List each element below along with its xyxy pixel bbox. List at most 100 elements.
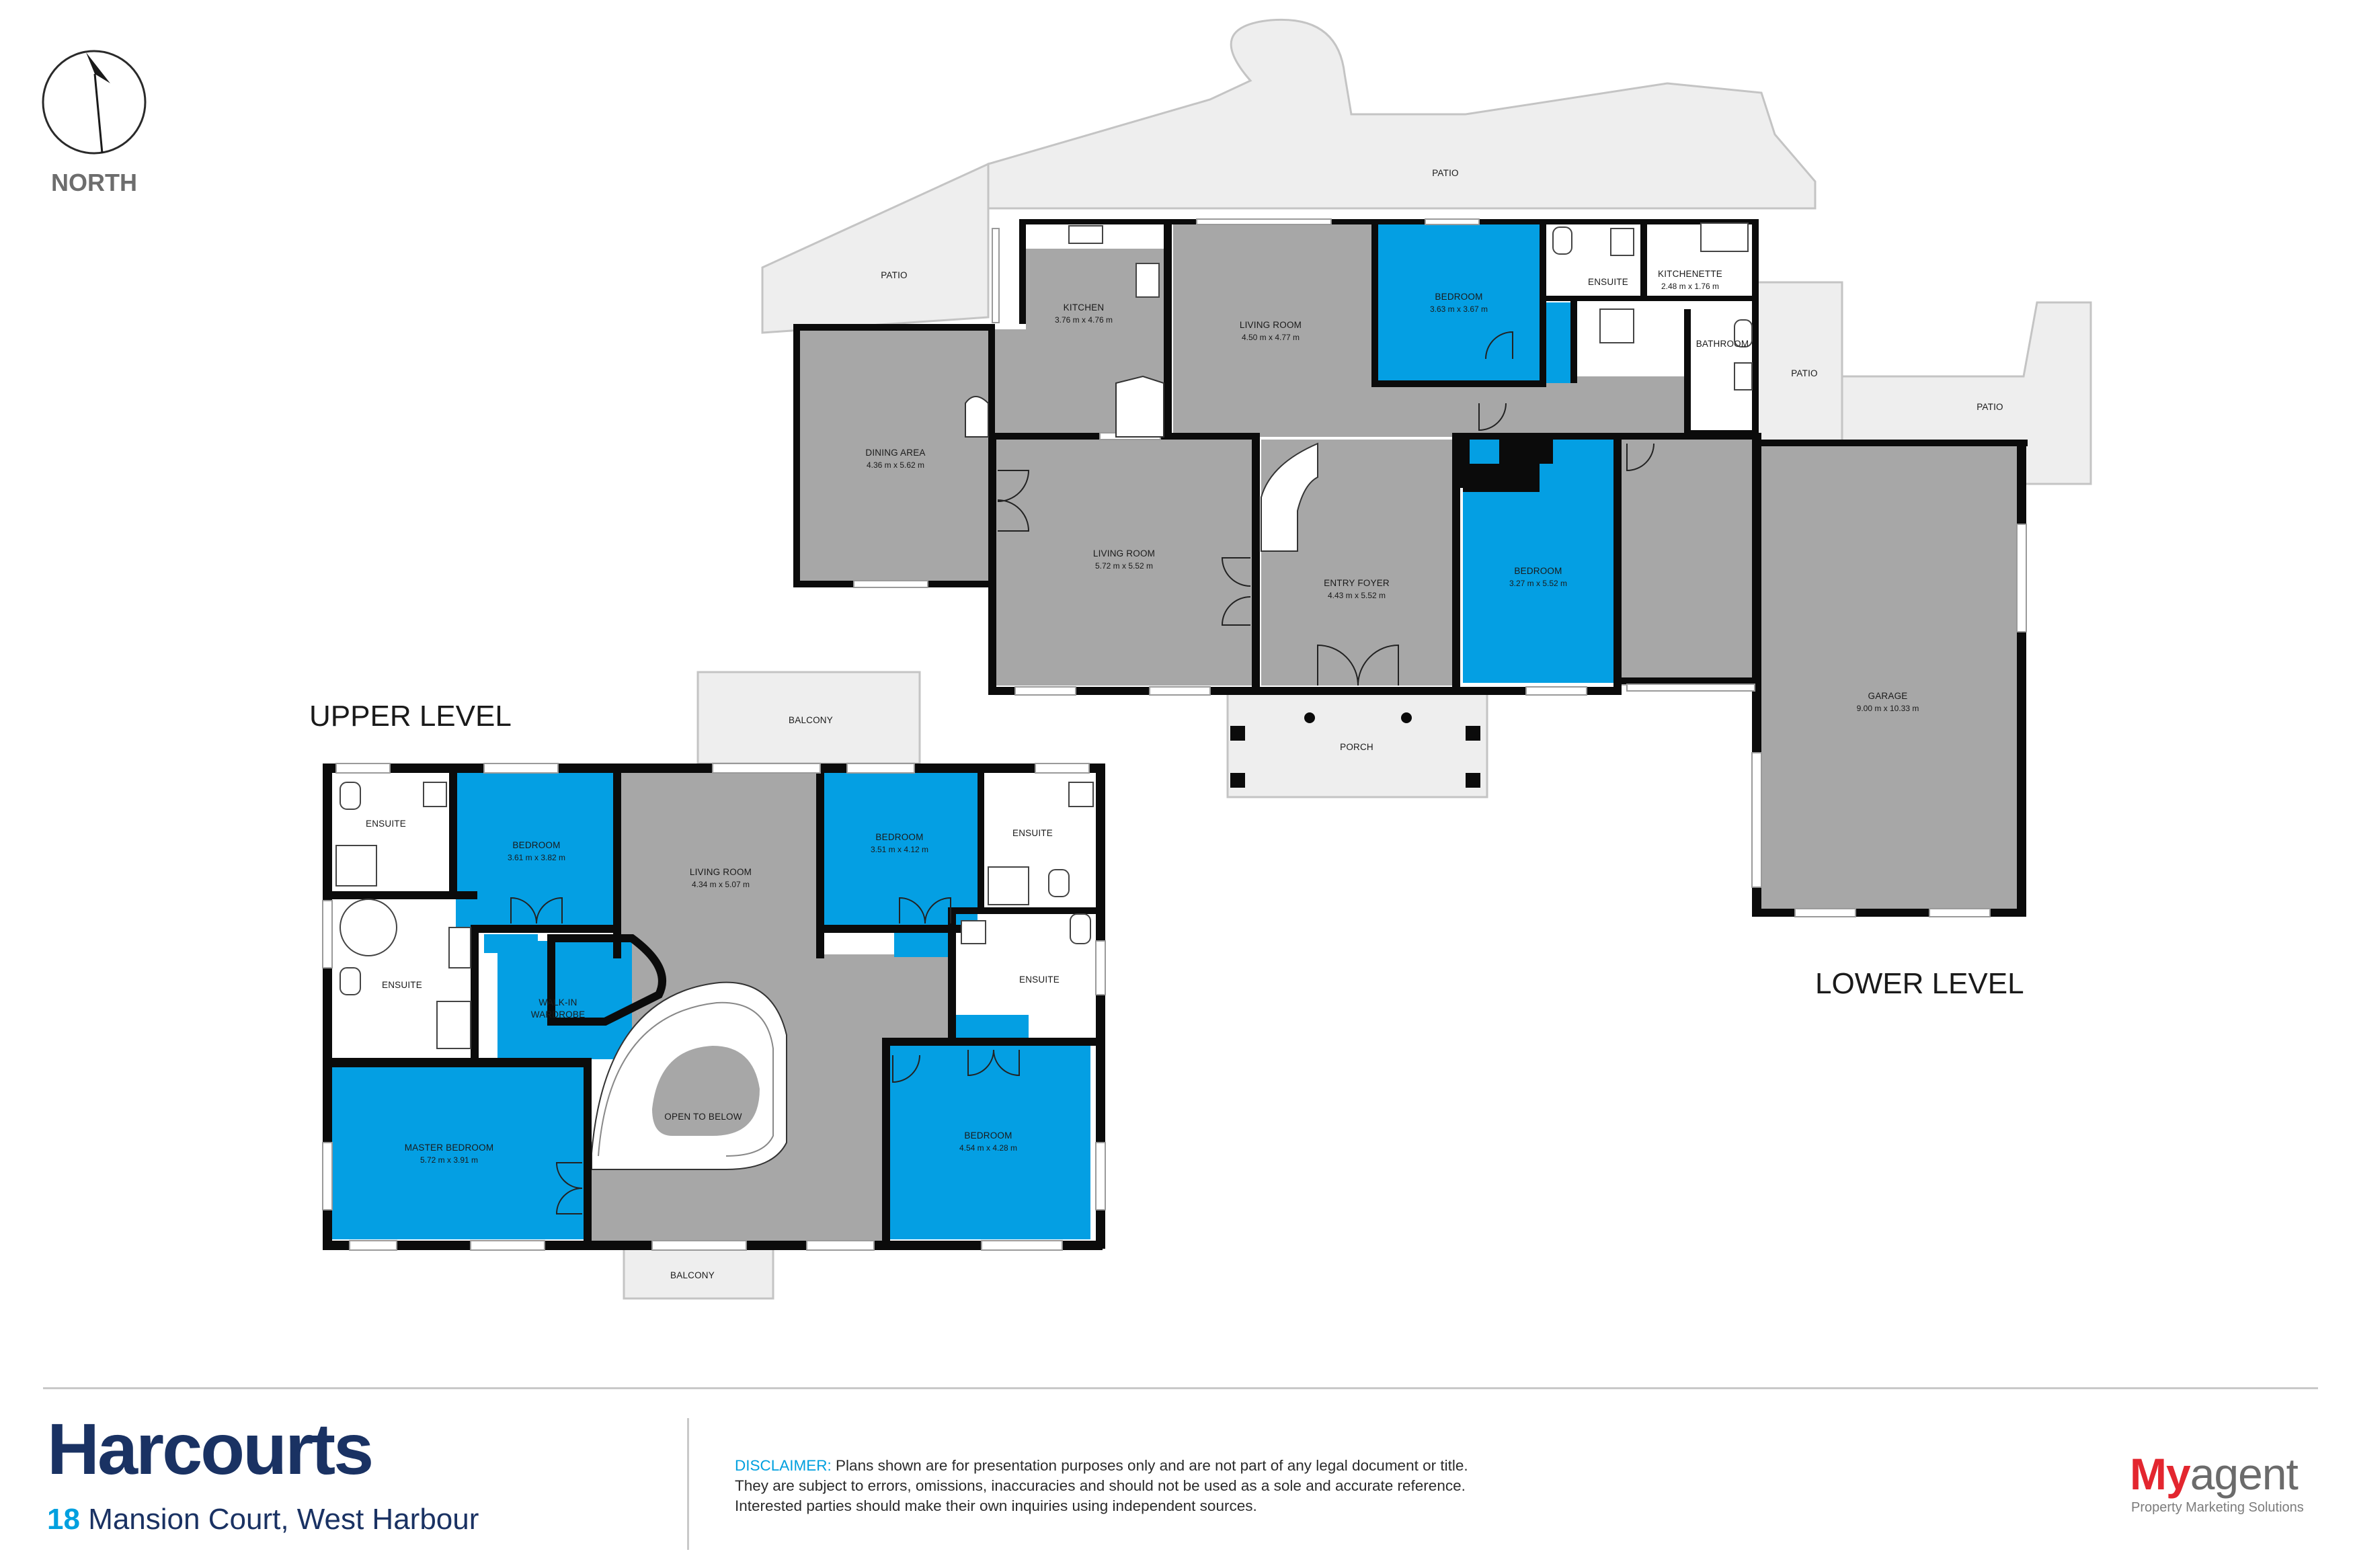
disclaimer: DISCLAIMER: Plans shown are for presenta… (735, 1456, 1663, 1516)
toilet-icon (1552, 226, 1572, 255)
window (853, 580, 928, 588)
bench-icon (965, 396, 989, 438)
harcourts-logo: Harcourts (47, 1408, 374, 1489)
basin-icon (961, 920, 986, 944)
door-swing (536, 897, 563, 924)
wall (1452, 433, 1761, 440)
wall (2017, 440, 2026, 917)
wall (1371, 219, 1378, 386)
footer-vertical-divider (687, 1418, 689, 1550)
door-swing (997, 499, 1030, 532)
patio-top-shape (987, 18, 1817, 210)
window (651, 1240, 747, 1251)
label-open-below: OPEN TO BELOW (664, 1112, 742, 1122)
shower-icon (436, 1001, 471, 1049)
label-ensuite-ml: ENSUITE (382, 980, 422, 990)
dim-living-top: 4.50 m x 4.77 m (1242, 333, 1300, 342)
myagent-logo-agent: agent (2190, 1449, 2299, 1499)
label-patio-right-b: PATIO (1977, 402, 2003, 412)
label-balcony-top: BALCONY (789, 715, 833, 725)
window (1794, 908, 1856, 917)
window (981, 1240, 1063, 1251)
label-bedroom-top: BEDROOM (1435, 292, 1482, 302)
balcony-bottom-area (623, 1243, 774, 1300)
door-swing (1357, 644, 1399, 686)
cooktop-icon (1135, 263, 1160, 298)
wall (1096, 764, 1105, 1249)
wall (1252, 433, 1260, 695)
label-bedroom-br: BEDROOM (964, 1130, 1012, 1141)
wall (1684, 309, 1691, 437)
label-walkin-b: WARDROBE (531, 1009, 586, 1020)
wall (988, 433, 996, 695)
wall (988, 687, 1492, 695)
wall (323, 891, 477, 899)
property-address: 18 Mansion Court, West Harbour (47, 1503, 479, 1536)
living-room-mid-floor (996, 440, 1252, 686)
window (1095, 1142, 1106, 1210)
wall (1752, 219, 1759, 441)
window (1014, 686, 1076, 696)
bedroom-tl-floor (456, 773, 613, 927)
footer: Harcourts 18 Mansion Court, West Harbour… (0, 1371, 2353, 1568)
wall (1752, 440, 2028, 446)
wall (1546, 296, 1755, 301)
door-swing (899, 897, 926, 924)
toilet-icon (1734, 319, 1753, 347)
porch-column (1304, 712, 1315, 723)
bedroom-top-floor (1377, 223, 1545, 386)
label-ensuite-tl: ENSUITE (366, 819, 406, 829)
disclaimer-line-3: Interested parties should make their own… (735, 1497, 1257, 1514)
garage-upper-floor (1620, 440, 2024, 682)
window (322, 900, 333, 968)
door-swing (892, 1055, 920, 1083)
window (483, 763, 559, 774)
footer-divider (43, 1387, 2318, 1389)
label-patio-left: PATIO (881, 270, 908, 280)
label-bathroom-lower: BATHROOM (1696, 339, 1749, 349)
label-dining: DINING AREA (865, 448, 925, 458)
window (806, 1240, 875, 1251)
wall (882, 1038, 1104, 1046)
wall (1452, 433, 1460, 695)
disclaimer-label: DISCLAIMER: (735, 1457, 832, 1474)
porch-column (1230, 726, 1245, 741)
dim-living-mid: 5.72 m x 5.52 m (1095, 561, 1153, 571)
wall (793, 324, 800, 587)
toilet-icon (340, 967, 361, 995)
robe-top-floor (1545, 302, 1570, 383)
door-swing (1221, 596, 1251, 626)
dim-bedroom-top: 3.63 m x 3.67 m (1430, 304, 1488, 314)
window (322, 1142, 333, 1210)
door-swing (1221, 557, 1251, 587)
dim-bedroom-tr: 3.51 m x 4.12 m (871, 845, 928, 854)
wall (1371, 380, 1546, 387)
label-balcony-bottom: BALCONY (670, 1270, 715, 1280)
wall (816, 925, 978, 933)
label-ensuite-lower: ENSUITE (1588, 277, 1628, 287)
porch-column (1466, 773, 1480, 788)
label-living-top: LIVING ROOM (1240, 320, 1302, 330)
upper-level-title: UPPER LEVEL (309, 700, 512, 733)
cooktop-icon (1700, 222, 1749, 252)
window (1425, 218, 1480, 225)
wall (1540, 219, 1546, 386)
wall (793, 324, 988, 331)
wall (816, 764, 824, 958)
wall (1640, 219, 1647, 300)
stair-tread (598, 1001, 774, 1157)
patio-right-a-shape (1753, 281, 1843, 445)
patio-left-shape (761, 162, 990, 334)
door-swing (555, 1162, 583, 1189)
wall (948, 907, 956, 1042)
label-ensuite-tr: ENSUITE (1012, 828, 1053, 838)
master-bedroom-floor (332, 1063, 588, 1239)
dim-foyer: 4.43 m x 5.52 m (1328, 591, 1386, 600)
window (1751, 752, 1762, 888)
wall (323, 764, 332, 1249)
wall (323, 1058, 592, 1067)
door-swing (1626, 443, 1654, 472)
wall (471, 925, 619, 933)
spa-bath-icon (340, 899, 397, 956)
toilet-icon (1048, 869, 1070, 897)
